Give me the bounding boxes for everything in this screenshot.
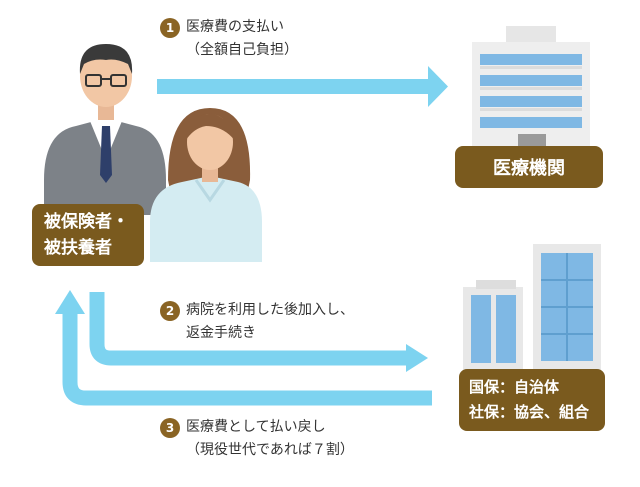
- step-1-caption: 1 医療費の支払い （全額自己負担）: [160, 18, 298, 62]
- step-1-line1: 医療費の支払い: [186, 19, 284, 35]
- step-3-caption: 3 医療費として払い戻し （現役世代であれば７割）: [160, 418, 354, 462]
- step-3-line2: （現役世代であれば７割）: [186, 442, 354, 458]
- insured-label: 被保険者・ 被扶養者: [32, 204, 144, 266]
- step-2-line2: 返金手続き: [186, 325, 256, 341]
- hospital-building: [472, 26, 590, 146]
- insurers-line1: 国保：自治体: [469, 378, 560, 396]
- hospital-name: 医療機関: [493, 158, 565, 179]
- insurers-label: 国保：自治体 社保：協会、組合: [459, 369, 605, 431]
- insurers-line2: 社保：協会、組合: [469, 403, 590, 421]
- woman-figure: [150, 108, 262, 262]
- step-2-caption: 2 病院を利用した後加入し、 返金手続き: [160, 301, 354, 345]
- step-3-number: 3: [160, 418, 180, 438]
- hospital-label: 医療機関: [455, 146, 603, 188]
- step-1-line2: （全額自己負担）: [186, 42, 298, 58]
- insured-line2: 被扶養者: [44, 238, 112, 258]
- man-figure: [44, 44, 166, 215]
- step-2-line1: 病院を利用した後加入し、: [186, 302, 354, 318]
- insurer-buildings: [463, 244, 601, 371]
- arrow-reimbursement: [55, 290, 432, 406]
- arrow-application: [89, 292, 428, 372]
- step-1-number: 1: [160, 18, 180, 38]
- step-3-line1: 医療費として払い戻し: [186, 419, 326, 435]
- insured-line1: 被保険者・: [44, 212, 129, 232]
- step-2-number: 2: [160, 301, 180, 321]
- arrow-payment: [157, 66, 448, 107]
